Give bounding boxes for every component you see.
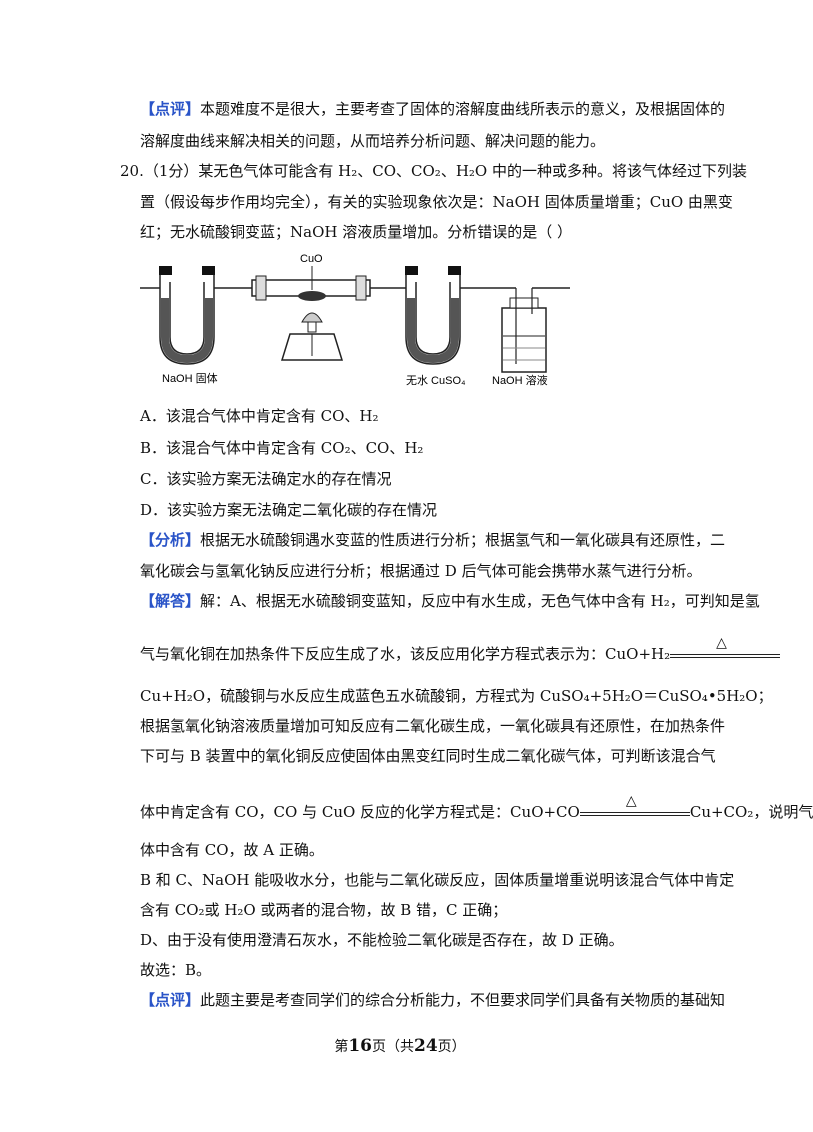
answer-line-10: D、由于没有使用澄清石灰水，不能检验二氧化碳是否存在，故 D 正确。 <box>140 931 624 949</box>
cuso4-fill <box>407 298 459 363</box>
option-a: A．该混合气体中肯定含有 CO、H₂ <box>140 407 379 425</box>
apparatus-diagram: CuO NaOH 固体 无水 CuSO₄ NaOH 溶液 <box>140 253 570 387</box>
question-line-1: 20.（1分）某无色气体可能含有 H₂、CO、CO₂、H₂O 中的一种或多种。将… <box>120 162 747 180</box>
label-cuso4: 无水 CuSO₄ <box>406 374 466 387</box>
label-cuo: CuO <box>300 253 323 265</box>
review-tag: 【点评】 <box>140 100 201 118</box>
naoh-solid-fill <box>161 298 213 363</box>
flame <box>301 312 323 323</box>
analysis-line-2: 氧化碳会与氢氧化钠反应进行分析；根据通过 D 后气体可能会携带水蒸气进行分析。 <box>140 562 702 580</box>
question-line-2: 置（假设每步作用均完全），有关的实验现象依次是：NaOH 固体质量增重；CuO … <box>140 193 733 211</box>
heat-symbol: △ <box>716 635 727 651</box>
question-line-3: 红；无水硫酸铜变蓝；NaOH 溶液质量增加。分析错误的是（ ） <box>140 223 572 241</box>
answer-line-2: 气与氧化铜在加热条件下反应生成了水，该反应用化学方程式表示为：CuO+H₂△ <box>140 635 781 665</box>
answer-line-8: B 和 C、NaOH 能吸收水分，也能与二氧化碳反应，固体质量增重说明该混合气体… <box>140 871 735 889</box>
analysis-tag: 【分析】 <box>140 531 201 549</box>
option-d: D．该实验方案无法确定二氧化碳的存在情况 <box>140 501 438 519</box>
answer-line-5: 下可与 B 装置中的氧化铜反应使固体由黑变红同时生成二氧化碳气体，可判断该混合气 <box>140 747 716 765</box>
review-1-line-2: 溶解度曲线来解决相关的问题，从而培养分析问题、解决问题的能力。 <box>140 132 606 150</box>
heat-equation-bar-1: △ <box>670 635 781 665</box>
option-b: B．该混合气体中肯定含有 CO₂、CO、H₂ <box>140 439 424 457</box>
answer-line-4: 根据氢氧化钠溶液质量增加可知反应有二氧化碳生成，一氧化碳具有还原性，在加热条件 <box>140 717 726 735</box>
page-footer: 第16页（共24页） <box>334 1036 466 1056</box>
wash-bottle <box>501 307 547 373</box>
review-1-line-1: 【点评】本题难度不是很大，主要考查了固体的溶解度曲线所表示的意义，及根据固体的 <box>140 100 726 118</box>
answer-line-7: 体中含有 CO，故 A 正确。 <box>140 841 324 859</box>
label-naoh-solid: NaOH 固体 <box>162 371 218 385</box>
page-number: 16 <box>348 1036 372 1056</box>
heat-equation-bar-2: △ <box>579 793 690 823</box>
review-2-line-1: 【点评】此题主要是考查同学们的综合分析能力，不但要求同学们具备有关物质的基础知 <box>140 991 726 1009</box>
analysis-line-1: 【分析】根据无水硫酸铜遇水变蓝的性质进行分析；根据氢气和一氧化碳具有还原性，二 <box>140 531 726 549</box>
page-total: 24 <box>414 1036 438 1056</box>
cuo-powder <box>298 291 326 301</box>
answer-line-11: 故选：B。 <box>140 961 212 979</box>
heat-symbol: △ <box>625 793 637 809</box>
label-naoh-solution: NaOH 溶液 <box>492 373 548 387</box>
stopper-right <box>202 266 215 275</box>
answer-tag: 【解答】 <box>140 592 201 610</box>
answer-line-9: 含有 CO₂或 H₂O 或两者的混合物，故 B 错，C 正确； <box>140 901 508 919</box>
review-tag-2: 【点评】 <box>140 991 201 1009</box>
answer-line-6: 体中肯定含有 CO，CO 与 CuO 反应的化学方程式是：CuO+CO△Cu+C… <box>140 793 813 823</box>
answer-line-1: 【解答】解：A、根据无水硫酸铜变蓝知，反应中有水生成，无色气体中含有 H₂，可判… <box>140 592 760 610</box>
stopper-left <box>159 266 172 275</box>
option-c: C．该实验方案无法确定水的存在情况 <box>140 470 392 488</box>
answer-line-3: Cu+H₂O，硫酸铜与水反应生成蓝色五水硫酸铜，方程式为 CuSO₄+5H₂O＝… <box>140 687 773 705</box>
